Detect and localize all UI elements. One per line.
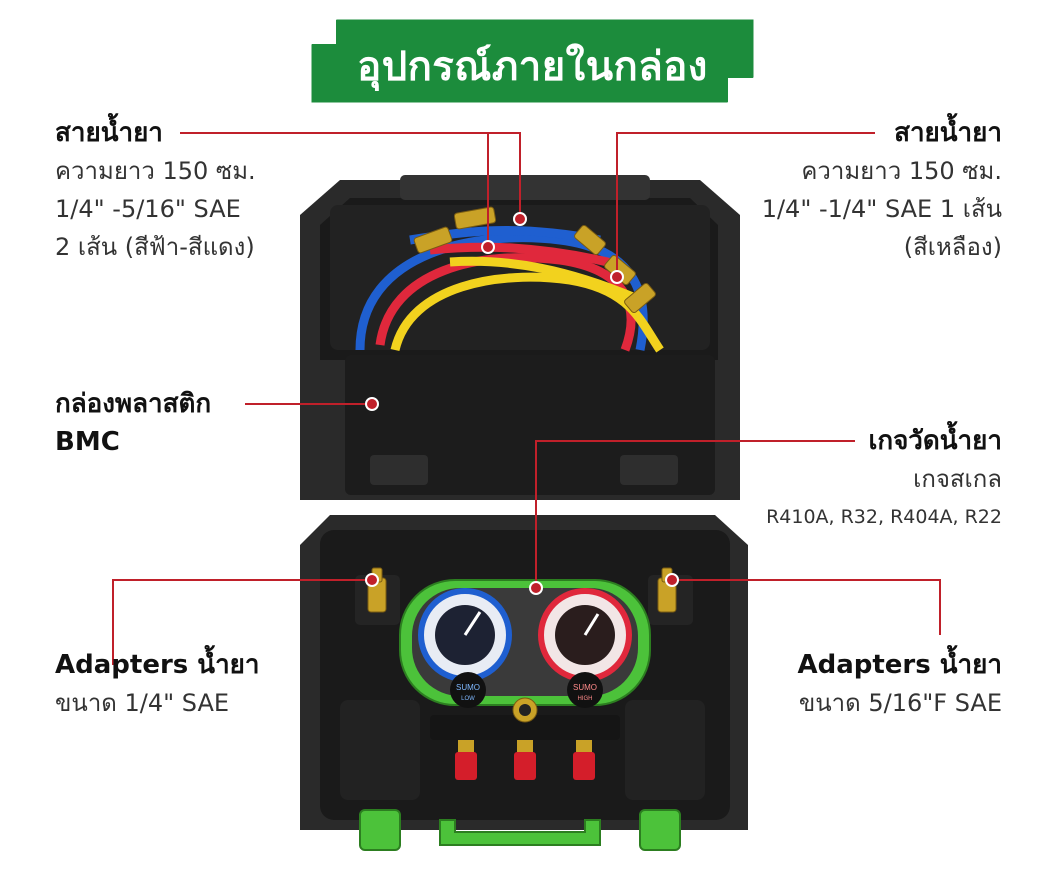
gauge-title: เกจวัดน้ำยา (868, 426, 1002, 456)
label-adapter-left: Adapters น้ำยา ขนาด 1/4" SAE (55, 646, 260, 722)
hose-left-line-3: 2 เส้น (สีฟ้า-สีแดง) (55, 233, 255, 261)
hose-right-title: สายน้ำยา (894, 118, 1002, 148)
case-line-1: BMC (55, 427, 120, 457)
hose-left-line-2: 1/4" -5/16" SAE (55, 195, 241, 223)
hose-right-line-1: ความยาว 150 ซม. (801, 157, 1002, 185)
banner-title: อุปกรณ์ภายในกล่อง (357, 44, 708, 90)
hose-left-line-1: ความยาว 150 ซม. (55, 157, 256, 185)
label-hose-right: สายน้ำยา ความยาว 150 ซม. 1/4" -1/4" SAE … (762, 114, 1002, 266)
low-knob-label: LOW (461, 696, 475, 702)
high-knob-brand: SUMO (573, 683, 597, 692)
label-hose-left: สายน้ำยา ความยาว 150 ซม. 1/4" -5/16" SAE… (55, 114, 256, 266)
gauge-line-2: R410A, R32, R404A, R22 (766, 506, 1002, 528)
case-title: กล่องพลาสติก (55, 389, 212, 419)
leader-dots (365, 212, 679, 595)
label-adapter-right: Adapters น้ำยา ขนาด 5/16"F SAE (797, 646, 1002, 722)
manifold-gauge: SUMO LOW SUMO HIGH (399, 579, 651, 780)
adapter-right-title: Adapters น้ำยา (797, 650, 1002, 680)
hose-left-title: สายน้ำยา (55, 118, 163, 148)
leader-lines (112, 132, 941, 665)
hose-fittings (413, 206, 656, 314)
hose-right-line-3: (สีเหลือง) (903, 233, 1002, 261)
label-case: กล่องพลาสติก BMC (55, 385, 211, 461)
label-gauge: เกจวัดน้ำยา เกจสเกล R410A, R32, R404A, R… (766, 422, 1002, 536)
adapter-right-line-1: ขนาด 5/16"F SAE (798, 689, 1002, 717)
low-knob-brand: SUMO (456, 683, 480, 692)
adapter-left-title: Adapters น้ำยา (55, 650, 260, 680)
adapter-left-line-1: ขนาด 1/4" SAE (55, 689, 230, 717)
high-knob-label: HIGH (578, 696, 593, 702)
gauge-line-1: เกจสเกล (913, 465, 1002, 493)
hose-right-line-2: 1/4" -1/4" SAE 1 เส้น (761, 195, 1002, 223)
title-banner: อุปกรณ์ภายในกล่อง (310, 18, 755, 104)
case-handle (359, 809, 681, 851)
